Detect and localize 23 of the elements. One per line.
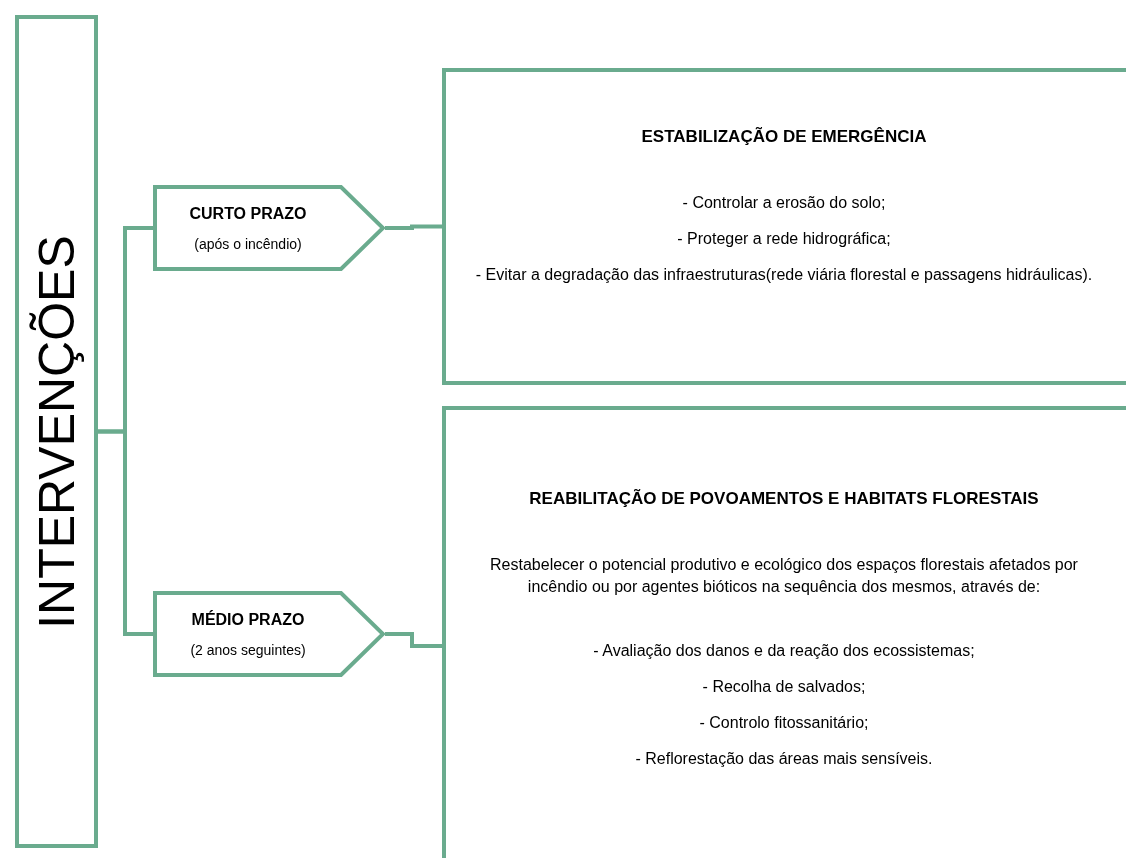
panel-text: - Reflorestação das áreas mais sensíveis. <box>635 748 933 769</box>
panel-text: - Proteger a rede hidrográfica; <box>677 228 891 249</box>
connector-line <box>98 429 153 636</box>
panel-text: - Controlo fitossanitário; <box>699 712 869 733</box>
tag-heading: CURTO PRAZO <box>189 203 307 224</box>
content-panel <box>442 68 1126 385</box>
panel-text: - Evitar a degradação das infraestruturas(rede viária florestal e passagens hidráulicas). <box>475 264 1093 285</box>
vertical-title: INTERVENÇÕES <box>27 234 85 629</box>
connector-line <box>385 632 442 648</box>
pentagon-tag <box>153 591 385 677</box>
connector-line <box>385 224 442 230</box>
panel-text: - Controlar a erosão do solo; <box>682 192 886 213</box>
tag-subtitle: (2 anos seguintes) <box>190 640 306 660</box>
panel-heading: REABILITAÇÃO DE POVOAMENTOS E HABITATS FLORESTAIS <box>529 488 1039 510</box>
vertical-title-box <box>15 15 98 848</box>
panel-text: Restabelecer o potencial produtivo e ecológico dos espaços florestais afetados por incêndio ou por agentes bióticos na sequência dos mesmos, através de: <box>489 554 1079 597</box>
content-panel <box>442 406 1126 858</box>
tag-subtitle: (após o incêndio) <box>194 234 302 254</box>
tag-heading: MÉDIO PRAZO <box>191 609 305 630</box>
panel-text: - Avaliação dos danos e da reação dos ecossistemas; <box>593 640 975 661</box>
pentagon-tag <box>153 185 385 271</box>
panel-heading: ESTABILIZAÇÃO DE EMERGÊNCIA <box>641 126 927 148</box>
panel-text: - Recolha de salvados; <box>702 676 866 697</box>
